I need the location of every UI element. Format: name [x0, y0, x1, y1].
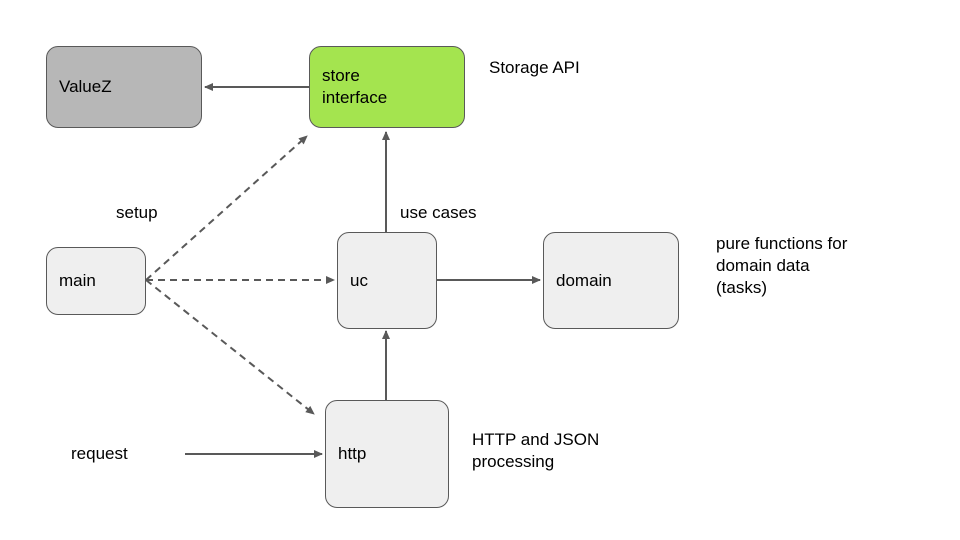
node-http-label: http	[338, 444, 367, 463]
node-store-interface[interactable]: store interface	[309, 46, 465, 128]
node-valuez[interactable]: ValueZ	[46, 46, 202, 128]
edge-main-to-http-dashed	[145, 279, 315, 415]
node-uc-label: uc	[350, 270, 368, 290]
node-main-label: main	[59, 271, 96, 290]
label-pure-line1: pure functions for	[716, 234, 848, 253]
label-use-cases: use cases	[400, 203, 477, 222]
label-storage-api: Storage API	[489, 58, 580, 77]
label-pure-line2: domain data	[716, 256, 810, 275]
node-store-label-line2: interface	[322, 88, 388, 107]
node-store-label-line1: store	[322, 66, 360, 85]
edge-main-to-store-dashed	[145, 135, 308, 281]
node-domain-label: domain	[556, 270, 612, 290]
label-pure-functions: pure functions for domain data (tasks)	[716, 233, 847, 299]
label-pure-line3: (tasks)	[716, 278, 767, 297]
label-setup: setup	[116, 203, 158, 222]
node-uc[interactable]: uc	[337, 232, 437, 329]
node-domain[interactable]: domain	[543, 232, 679, 329]
label-http-line2: processing	[472, 452, 555, 471]
label-http-json: HTTP and JSON processing	[472, 429, 599, 473]
label-request: request	[71, 444, 128, 463]
node-main[interactable]: main	[46, 247, 146, 315]
node-valuez-label: ValueZ	[59, 77, 112, 96]
label-http-line1: HTTP and JSON	[472, 430, 600, 449]
node-http[interactable]: http	[325, 400, 449, 508]
